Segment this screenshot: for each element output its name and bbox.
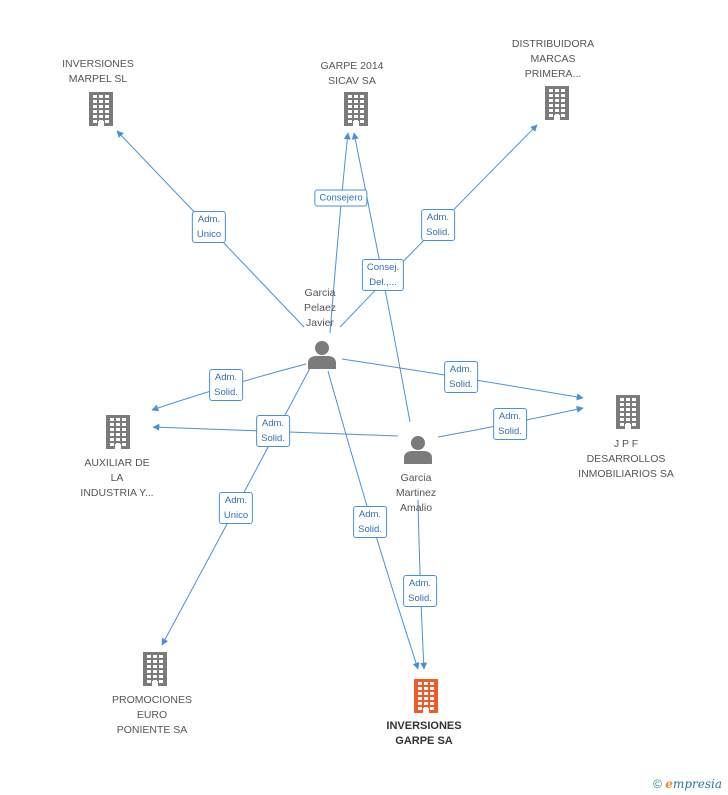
edge-label-pelaez-to-marpel[interactable]: Adm. Unico — [191, 211, 227, 243]
edge-label-martinez-to-garpe2014[interactable]: Consej. Del.,... — [361, 259, 405, 291]
garpe2014-building-icon[interactable] — [341, 92, 371, 131]
brand-e: e — [665, 777, 673, 791]
edge-label-pelaez-to-auxiliar[interactable]: Adm. Solid. — [209, 369, 243, 401]
distrib-building-icon[interactable] — [542, 86, 572, 125]
pelaez-person-icon[interactable] — [307, 339, 337, 374]
edge-label-pelaez-to-garpe2014[interactable]: Consejero — [314, 189, 368, 207]
garpe-label[interactable]: INVERSIONES GARPE SA — [386, 720, 462, 747]
edge-label-martinez-to-jpf[interactable]: Adm. Solid. — [493, 408, 527, 440]
jpf-building-icon[interactable] — [613, 395, 643, 434]
jpf-label[interactable]: J P F DESARROLLOS INMOBILIARIOS SA — [578, 438, 674, 480]
martinez-label[interactable]: Garcia Martinez Amalio — [395, 472, 437, 514]
marpel-label[interactable]: INVERSIONES MARPEL SL — [62, 58, 134, 85]
marpel-building-icon[interactable] — [86, 92, 116, 131]
promociones-label[interactable]: PROMOCIONES EURO PONIENTE SA — [112, 694, 192, 736]
copyright-symbol: © — [653, 777, 662, 791]
distrib-label[interactable]: DISTRIBUIDORA MARCAS PRIMERA... — [511, 38, 595, 80]
auxiliar-label[interactable]: AUXILIAR DE LA INDUSTRIA Y... — [80, 457, 154, 499]
edge-label-martinez-to-garpe[interactable]: Adm. Solid. — [403, 575, 437, 607]
auxiliar-building-icon[interactable] — [103, 415, 133, 454]
edge-label-pelaez-to-garpe[interactable]: Adm. Solid. — [353, 506, 387, 538]
martinez-person-icon[interactable] — [403, 434, 433, 469]
edge-label-pelaez-to-promociones[interactable]: Adm. Unico — [218, 492, 254, 524]
edge-label-pelaez-to-distrib[interactable]: Adm. Solid. — [421, 209, 455, 241]
pelaez-label[interactable]: Garcia Pelaez Javier — [303, 287, 337, 329]
garpe-building-icon[interactable] — [411, 679, 441, 718]
empresia-footer[interactable]: © empresia — [653, 777, 722, 791]
edge-pelaez-to-garpe2014 — [329, 132, 351, 334]
edge-label-pelaez-to-jpf[interactable]: Adm. Solid. — [444, 361, 478, 393]
edges-layer — [116, 124, 584, 670]
garpe2014-label[interactable]: GARPE 2014 SICAV SA — [320, 60, 384, 87]
promociones-building-icon[interactable] — [140, 652, 170, 691]
edge-label-martinez-to-auxiliar[interactable]: Adm. Solid. — [256, 415, 290, 447]
brand-name: mpresia — [672, 777, 722, 791]
